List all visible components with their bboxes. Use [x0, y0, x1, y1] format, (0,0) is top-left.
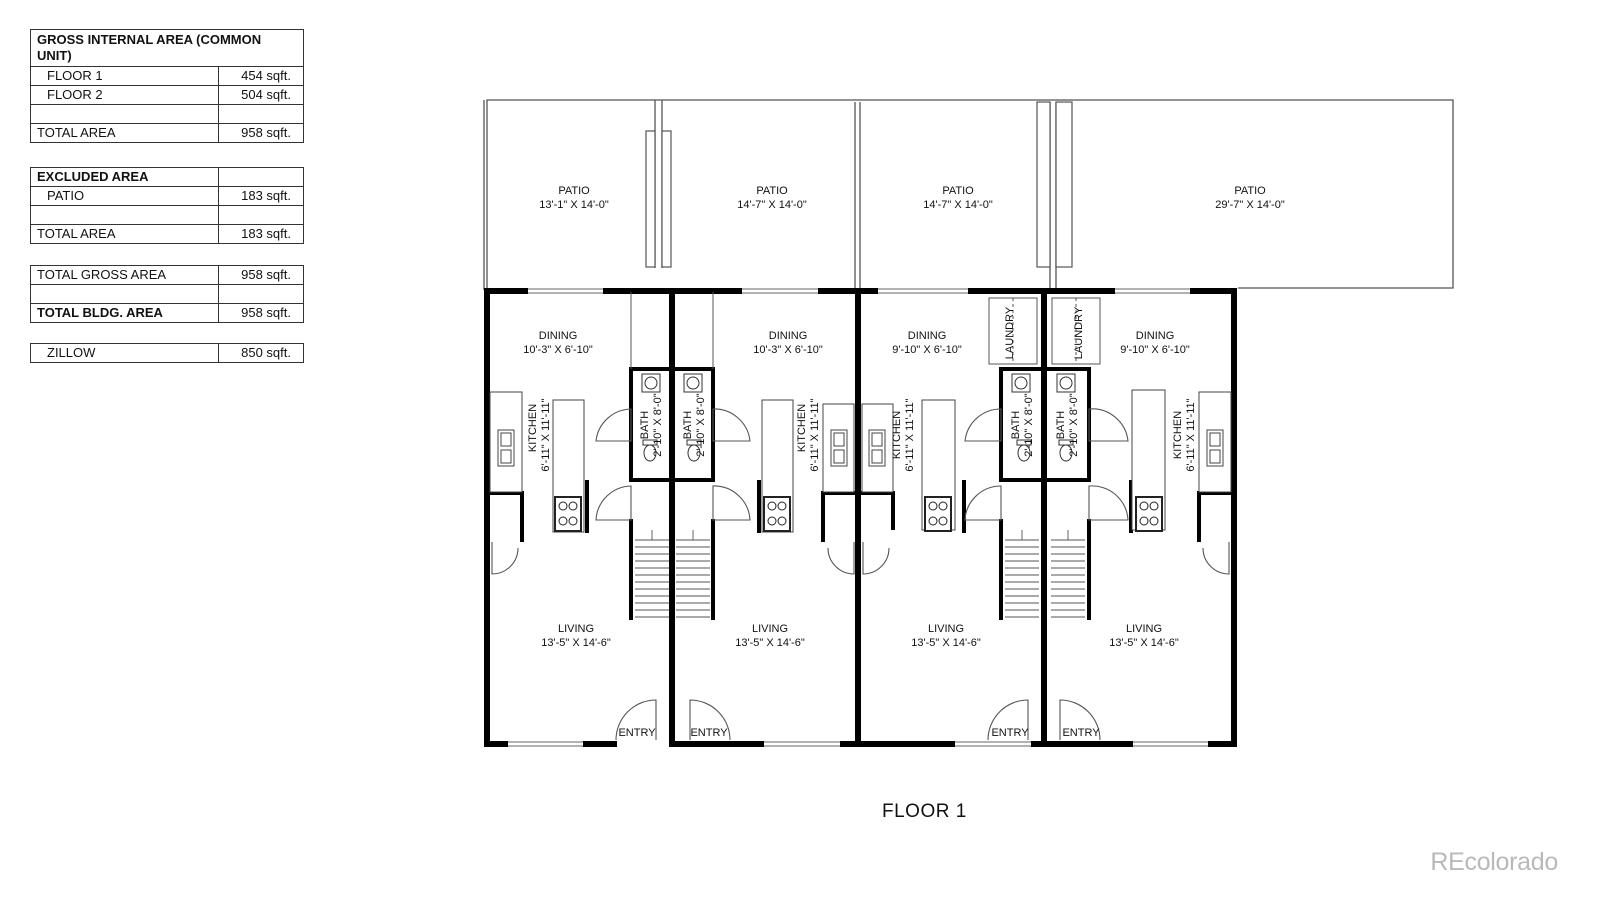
kitchen-dims: 6'-11" X 11'-11"	[1185, 398, 1197, 471]
dining-label: DINING	[769, 330, 808, 342]
living-dims: 13'-5" X 14'-6"	[1109, 637, 1179, 649]
entry-label: ENTRY	[618, 727, 656, 739]
door-swing	[491, 408, 1230, 741]
living-label: LIVING	[558, 623, 594, 635]
bath-label: BATH	[639, 411, 651, 440]
living-dims: 13'-5" X 14'-6"	[911, 637, 981, 649]
entry-label: ENTRY	[1062, 727, 1100, 739]
zillow-area-table: ZILLOW 850 sqft.	[30, 343, 304, 363]
unit-1: DINING 10'-3" X 6'-10" KITCHEN 6'-11" X …	[523, 330, 664, 739]
patio-3-label: PATIO	[942, 185, 974, 197]
table-row: PATIO 183 sqft.	[30, 186, 304, 206]
bath-dims: 2'-10" X 8'-0"	[1068, 393, 1080, 456]
dining-label: DINING	[539, 330, 578, 342]
bath-label: BATH	[1055, 411, 1067, 440]
table-row: FLOOR 1 454 sqft.	[30, 66, 304, 86]
patio-3-dims: 14'-7" X 14'-0"	[923, 199, 993, 211]
patio-2-dims: 14'-7" X 14'-0"	[737, 199, 807, 211]
entry-label: ENTRY	[690, 727, 728, 739]
living-dims: 13'-5" X 14'-6"	[541, 637, 611, 649]
bath-label: BATH	[1010, 411, 1022, 440]
table-row: TOTAL AREA 958 sqft.	[30, 123, 304, 143]
partition	[630, 292, 1101, 369]
unit-3: DINING 9'-10" X 6'-10" KITCHEN 6'-11" X …	[891, 306, 1035, 739]
living-dims: 13'-5" X 14'-6"	[735, 637, 805, 649]
dining-dims: 9'-10" X 6'-10"	[1120, 344, 1190, 356]
living-label: LIVING	[928, 623, 964, 635]
total-area-table: TOTAL GROSS AREA 958 sqft. TOTAL BLDG. A…	[30, 265, 304, 323]
table-row: ZILLOW 850 sqft.	[30, 343, 304, 363]
bath-dims: 2'-10" X 8'-0"	[1023, 393, 1035, 456]
sliding-panel	[645, 101, 1073, 268]
excluded-area-header: EXCLUDED AREA	[30, 167, 219, 187]
kitchen-label: KITCHEN	[1172, 411, 1184, 459]
bath-label: BATH	[682, 411, 694, 440]
kitchen-dims: 6'-11" X 11'-11"	[809, 398, 821, 471]
patio-labels: PATIO 13'-1" X 14'-0" PATIO 14'-7" X 14'…	[539, 185, 1285, 211]
floor2-value: 504 sqft.	[218, 85, 304, 105]
total-bldg-value: 958 sqft.	[218, 303, 304, 323]
excluded-total-value: 183 sqft.	[218, 224, 304, 244]
unit-2: DINING 10'-3" X 6'-10" KITCHEN 6'-11" X …	[682, 330, 823, 739]
kitchen-label: KITCHEN	[527, 404, 539, 452]
patio-1-label: PATIO	[558, 185, 590, 197]
kitchen-dims: 6'-11" X 11'-11"	[540, 398, 552, 471]
dining-label: DINING	[1136, 330, 1175, 342]
patio-1-dims: 13'-1" X 14'-0"	[539, 199, 609, 211]
dining-dims: 10'-3" X 6'-10"	[753, 344, 823, 356]
patio-2-label: PATIO	[756, 185, 788, 197]
patio-value: 183 sqft.	[218, 186, 304, 206]
zillow-label: ZILLOW	[30, 343, 219, 363]
floor-title: FLOOR 1	[882, 801, 967, 822]
table-row: TOTAL GROSS AREA 958 sqft.	[30, 265, 304, 285]
dining-dims: 10'-3" X 6'-10"	[523, 344, 593, 356]
total-bldg-label: TOTAL BLDG. AREA	[30, 303, 219, 323]
table-row: FLOOR 2 504 sqft.	[30, 85, 304, 105]
exterior-walls	[484, 288, 1237, 747]
table-row: TOTAL AREA 183 sqft.	[30, 224, 304, 244]
total-gross-value: 958 sqft.	[218, 265, 304, 285]
zillow-value: 850 sqft.	[218, 343, 304, 363]
gross-area-header: GROSS INTERNAL AREA (COMMON UNIT)	[30, 29, 304, 67]
gross-area-table: GROSS INTERNAL AREA (COMMON UNIT) FLOOR …	[30, 29, 304, 143]
dining-dims: 9'-10" X 6'-10"	[892, 344, 962, 356]
gross-total-label: TOTAL AREA	[30, 123, 219, 143]
patio-4-dims: 29'-7" X 14'-0"	[1215, 199, 1285, 211]
patio-label: PATIO	[30, 186, 219, 206]
table-row: TOTAL BLDG. AREA 958 sqft.	[30, 303, 304, 323]
gross-total-value: 958 sqft.	[218, 123, 304, 143]
stairs	[635, 529, 1086, 618]
dining-label: DINING	[908, 330, 947, 342]
kitchen-label: KITCHEN	[796, 404, 808, 452]
bath-dims: 2'-10" X 8'-0"	[695, 393, 707, 456]
unit-4: DINING 9'-10" X 6'-10" KITCHEN 6'-11" X …	[1055, 306, 1197, 739]
laundry-label: LAUNDRY	[1073, 306, 1085, 359]
excluded-total-label: TOTAL AREA	[30, 224, 219, 244]
kitchen-label: KITCHEN	[891, 411, 903, 459]
kitchen-dims: 6'-11" X 11'-11"	[904, 398, 916, 471]
laundry-label: LAUNDRY	[1004, 306, 1016, 359]
bath-dims: 2'-10" X 8'-0"	[652, 393, 664, 456]
entry-label: ENTRY	[991, 727, 1029, 739]
living-label: LIVING	[1126, 623, 1162, 635]
watermark-logo: REcolorado	[1430, 848, 1558, 876]
window	[508, 288, 1208, 747]
living-label: LIVING	[752, 623, 788, 635]
patio-4-label: PATIO	[1234, 185, 1266, 197]
excluded-area-table: EXCLUDED AREA PATIO 183 sqft. TOTAL AREA…	[30, 167, 304, 244]
